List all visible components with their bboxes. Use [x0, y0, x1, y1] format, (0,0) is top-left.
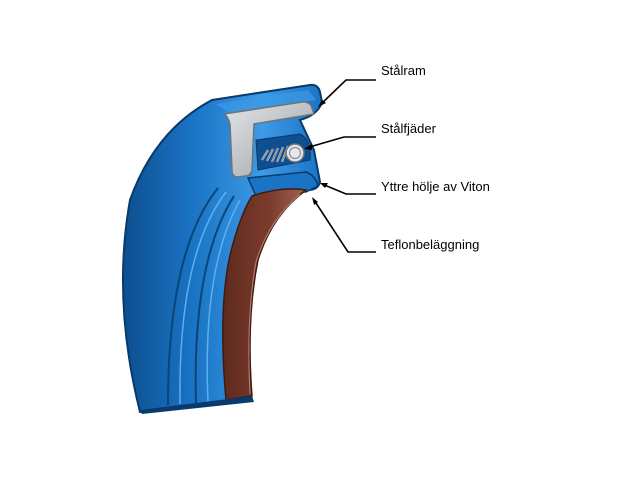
casing-bottom: [140, 396, 254, 414]
leader-lines: [305, 79, 376, 253]
label-outer-casing: Yttre hölje av Viton: [381, 179, 490, 194]
leader-outer-casing: [321, 183, 376, 195]
steel-frame-shape: [221, 101, 315, 178]
casing-shoulder: [216, 90, 316, 114]
casing-groove-1: [167, 187, 219, 406]
outer-casing-shape: [121, 83, 324, 414]
leader-arrowheads: [304, 100, 328, 205]
label-steel-spring: Stålfjäder: [381, 121, 436, 136]
steel-spring-shape: [261, 143, 305, 163]
casing-groove-4: [206, 199, 241, 403]
leader-steel-frame: [319, 79, 376, 106]
leader-steel-spring: [305, 136, 376, 149]
casing-groove-3: [194, 195, 235, 404]
teflon-coating-shape: [222, 188, 308, 401]
casing-groove-2: [179, 191, 227, 405]
teflon-highlight: [248, 193, 301, 395]
label-teflon-coating: Teflonbeläggning: [381, 237, 480, 252]
leader-teflon-coating: [313, 199, 376, 253]
label-steel-frame: Stålram: [381, 63, 426, 78]
